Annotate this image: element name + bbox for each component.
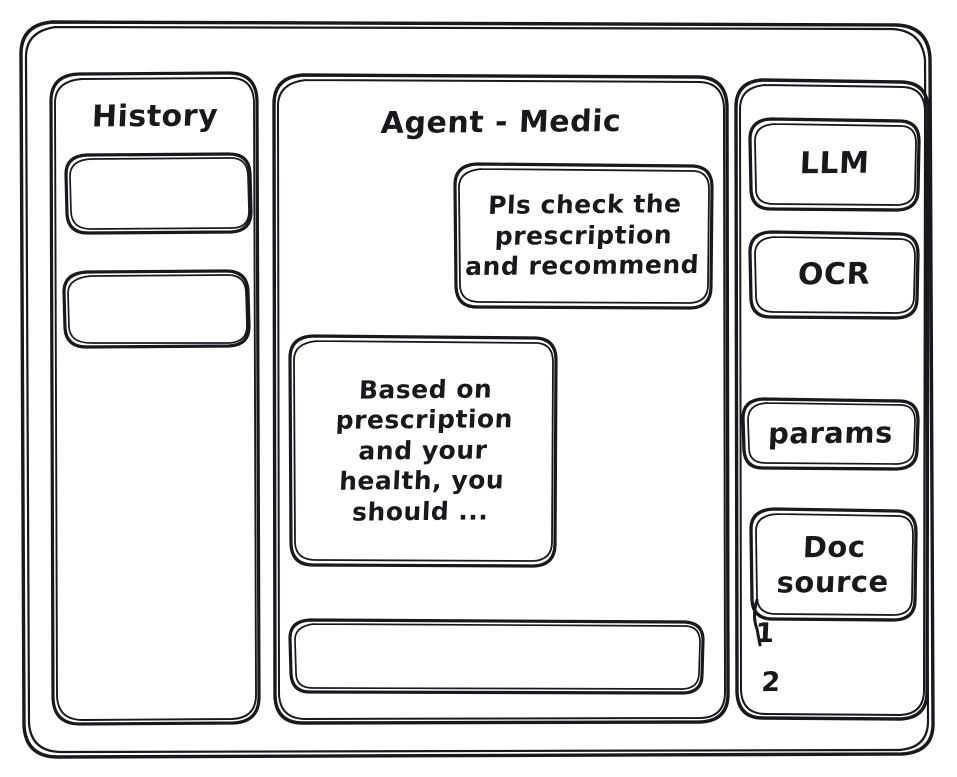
doc-source-button-label: Doc source <box>775 530 890 599</box>
params-button-label: params <box>767 415 894 451</box>
doc-source-reference-2[interactable]: 2 <box>760 666 782 698</box>
tool-button-ocr-label: OCR <box>797 256 871 293</box>
history-item-label <box>62 270 250 348</box>
chat-message-user-text: Pls check the prescription and recommend <box>464 189 700 282</box>
doc-source-reference-1[interactable]: 1 <box>754 617 776 649</box>
tool-button-llm-label: LLM <box>798 145 871 182</box>
message-input-value <box>300 618 693 694</box>
chat-message-agent-text: Based on prescription and your health, y… <box>335 374 514 527</box>
history-item-label <box>64 153 253 234</box>
